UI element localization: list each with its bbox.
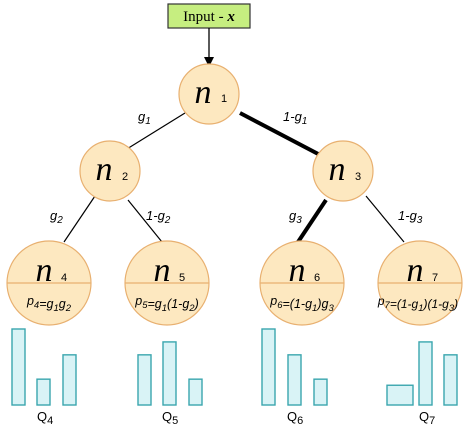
histogram-bar	[137, 354, 152, 406]
node-n3-symbol: n	[329, 151, 346, 188]
svg-text:Input - x: Input - x	[183, 9, 235, 25]
input-variable: x	[226, 9, 235, 25]
edge-n1-n3	[239, 111, 323, 158]
edge-n3-n6	[296, 198, 328, 244]
histogram-bar	[261, 328, 276, 406]
edge-n3-n7	[365, 195, 405, 243]
node-n2-subscript: 2	[122, 171, 128, 183]
node-n1-symbol: n	[195, 74, 212, 111]
edge-label-1-g2: 1-g2	[146, 208, 171, 226]
edge-n2-n5	[127, 199, 163, 243]
histogram-bar	[418, 341, 433, 406]
leaf-n5-probability: p5=g1(1-g2)	[134, 294, 199, 314]
leaf-n6-probability: p6=(1-g1)g3	[269, 294, 334, 314]
histogram-labels: Q4 Q5 Q6 Q7	[37, 409, 435, 424]
leaf-n4-symbol: n	[36, 252, 53, 289]
leaf-n6-symbol: n	[289, 252, 306, 289]
node-n1: n 1	[178, 63, 240, 125]
edge-label-g1: g1	[138, 109, 151, 127]
edge-label-1-g1: 1-g1	[283, 109, 307, 127]
leaf-n4: n 4 p4=g1g2	[6, 240, 92, 326]
edge-labels: g1 1-g1 g2 1-g2 g3 1-g3	[50, 109, 423, 226]
leaf-n4-subscript: 4	[61, 272, 67, 284]
histogram-label-q5: Q5	[162, 409, 178, 424]
histogram-label-q6: Q6	[287, 409, 303, 424]
histogram-bar	[287, 354, 302, 406]
histogram-bar	[386, 384, 414, 406]
leaf-n5: n 5 p5=g1(1-g2)	[124, 240, 210, 326]
histogram-bar	[188, 378, 203, 406]
edge-n1-n2	[121, 112, 186, 153]
leaf-n5-symbol: n	[154, 252, 171, 289]
histogram-bar	[62, 354, 77, 406]
node-n3: n 3	[312, 140, 374, 202]
histogram-bar	[36, 378, 51, 406]
histogram-q5	[137, 341, 203, 406]
histogram-label-q7: Q7	[419, 409, 435, 424]
node-n3-subscript: 3	[355, 171, 361, 183]
histogram-bar	[443, 354, 458, 406]
node-n2-symbol: n	[96, 151, 113, 188]
leaf-n7-probability: p7=(1-g1)(1-g3)	[377, 294, 458, 314]
node-n1-subscript: 1	[221, 93, 227, 105]
edge-label-g2: g2	[50, 208, 63, 226]
leaf-n7: n 7 p7=(1-g1)(1-g3)	[377, 240, 463, 326]
edge-label-1-g3: 1-g3	[398, 208, 423, 226]
edge-label-g3: g3	[289, 208, 302, 226]
histogram-q4	[11, 328, 77, 406]
edge-n2-n4	[63, 195, 96, 243]
leaf-n6-subscript: 6	[314, 272, 320, 284]
leaf-n7-symbol: n	[407, 252, 424, 289]
histogram-bar	[162, 341, 177, 406]
tree-edges	[63, 111, 405, 244]
leaf-n6: n 6 p6=(1-g1)g3	[259, 240, 345, 326]
input-box: Input - x	[167, 3, 251, 29]
histogram-bar	[11, 328, 26, 406]
input-label: Input -	[183, 9, 227, 25]
leaf-n5-subscript: 5	[179, 272, 185, 284]
histogram-q7	[386, 341, 458, 406]
histogram-label-q4: Q4	[37, 409, 53, 424]
leaf-n4-probability: p4=g1g2	[26, 294, 72, 314]
node-n2: n 2	[79, 140, 141, 202]
leaf-n7-subscript: 7	[432, 272, 438, 284]
histogram-bar	[313, 378, 328, 406]
histogram-q6	[261, 328, 328, 406]
